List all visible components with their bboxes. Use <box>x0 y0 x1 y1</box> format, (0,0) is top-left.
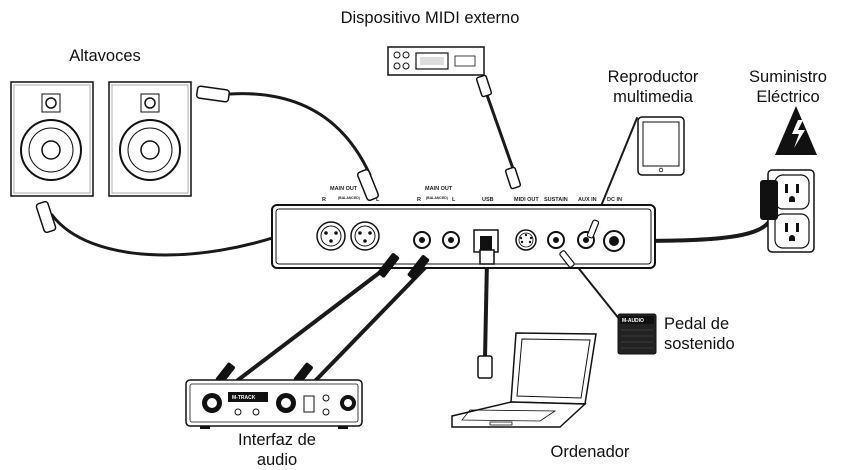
label-audio-interface: Interfaz de audio <box>222 430 332 470</box>
label-sustain-pedal: Pedal de sostenido <box>664 314 764 354</box>
aux-plug-icon <box>586 219 600 239</box>
knob-icon <box>393 62 401 70</box>
trs-plug-icon <box>215 362 235 384</box>
label-interface-line1: Interfaz de <box>238 431 316 449</box>
knob-icon <box>402 62 410 70</box>
xlr-plug-icon <box>356 168 380 202</box>
audio-interface: M-TRACK <box>185 379 363 429</box>
cable-usb <box>483 258 489 360</box>
label-pedal-line1: Pedal de <box>664 315 730 333</box>
laptop <box>451 332 597 428</box>
port-label-usb: USB <box>482 197 494 203</box>
port-label-balanced: (BALANCED) <box>426 196 448 200</box>
label-pedal-line2: sostenido <box>664 335 735 353</box>
port-label-r: R <box>417 197 421 203</box>
label-media-player-line1: Reproductor <box>607 68 699 86</box>
cable-speaker-left <box>50 213 292 257</box>
knob-icon <box>234 408 242 416</box>
port-label-l: L <box>452 197 456 203</box>
port-label-l: L <box>376 197 380 203</box>
port-label-main-out-trs: MAIN OUT <box>425 186 453 192</box>
speaker-right <box>108 81 192 197</box>
interface-brand: M-TRACK <box>232 395 256 401</box>
knob-icon <box>393 51 401 59</box>
knob-icon <box>252 408 260 416</box>
knob-icon <box>322 394 330 402</box>
midi-device <box>387 46 485 76</box>
trs-plug-icon <box>377 253 400 278</box>
woofer-icon <box>20 119 82 181</box>
label-media-player: Reproductor multimedia <box>578 67 728 107</box>
port-label-r: R <box>322 197 326 203</box>
port-label-midi-out: MIDI OUT <box>514 197 539 203</box>
trs-plug-icon <box>407 255 430 280</box>
speaker-left <box>10 81 94 197</box>
power-outlet-icon <box>767 169 815 253</box>
power-adapter-icon <box>760 180 778 220</box>
sustain-plug-icon <box>559 250 575 268</box>
usb-plug-icon <box>479 249 495 265</box>
port-label-sustain: SUSTAIN <box>544 197 568 203</box>
label-computer: Ordenador <box>550 443 630 461</box>
knob-icon <box>322 408 330 416</box>
port-label-balanced: (BALANCED) <box>338 196 360 200</box>
pedal-brand: M-AUDIO <box>622 318 644 324</box>
tablet <box>637 116 685 176</box>
xlr-plug-icon <box>35 200 57 234</box>
midi-plug-icon <box>475 74 493 98</box>
sustain-pedal: M-AUDIO <box>617 313 657 355</box>
cable-midi <box>485 93 519 182</box>
woofer-icon <box>119 119 181 181</box>
electric-hazard-icon <box>775 106 817 155</box>
port-label-main-out-xlr: MAIN OUT <box>330 186 358 192</box>
port-label-aux-in: AUX IN <box>578 197 597 203</box>
port-label-dc-in: DC IN <box>607 197 622 203</box>
label-power: Suministro Eléctrico <box>735 67 841 107</box>
trs-plug-icon <box>293 362 313 384</box>
keyboard-rear-panel: MAIN OUT (BALANCED) R L MAIN OUT (BALANC… <box>271 186 656 269</box>
cable-speaker-right <box>228 92 372 177</box>
label-interface-line2: audio <box>256 451 298 469</box>
label-power-line2: Eléctrico <box>756 88 820 106</box>
label-speakers: Altavoces <box>69 47 141 65</box>
label-power-line1: Suministro <box>749 68 827 86</box>
midi-plug-icon <box>504 166 522 190</box>
xlr-plug-icon <box>195 85 231 103</box>
usb-plug-icon <box>477 355 493 379</box>
label-media-player-line2: multimedia <box>613 88 693 106</box>
knob-icon <box>402 51 410 59</box>
label-midi-device: Dispositivo MIDI externo <box>340 9 520 27</box>
